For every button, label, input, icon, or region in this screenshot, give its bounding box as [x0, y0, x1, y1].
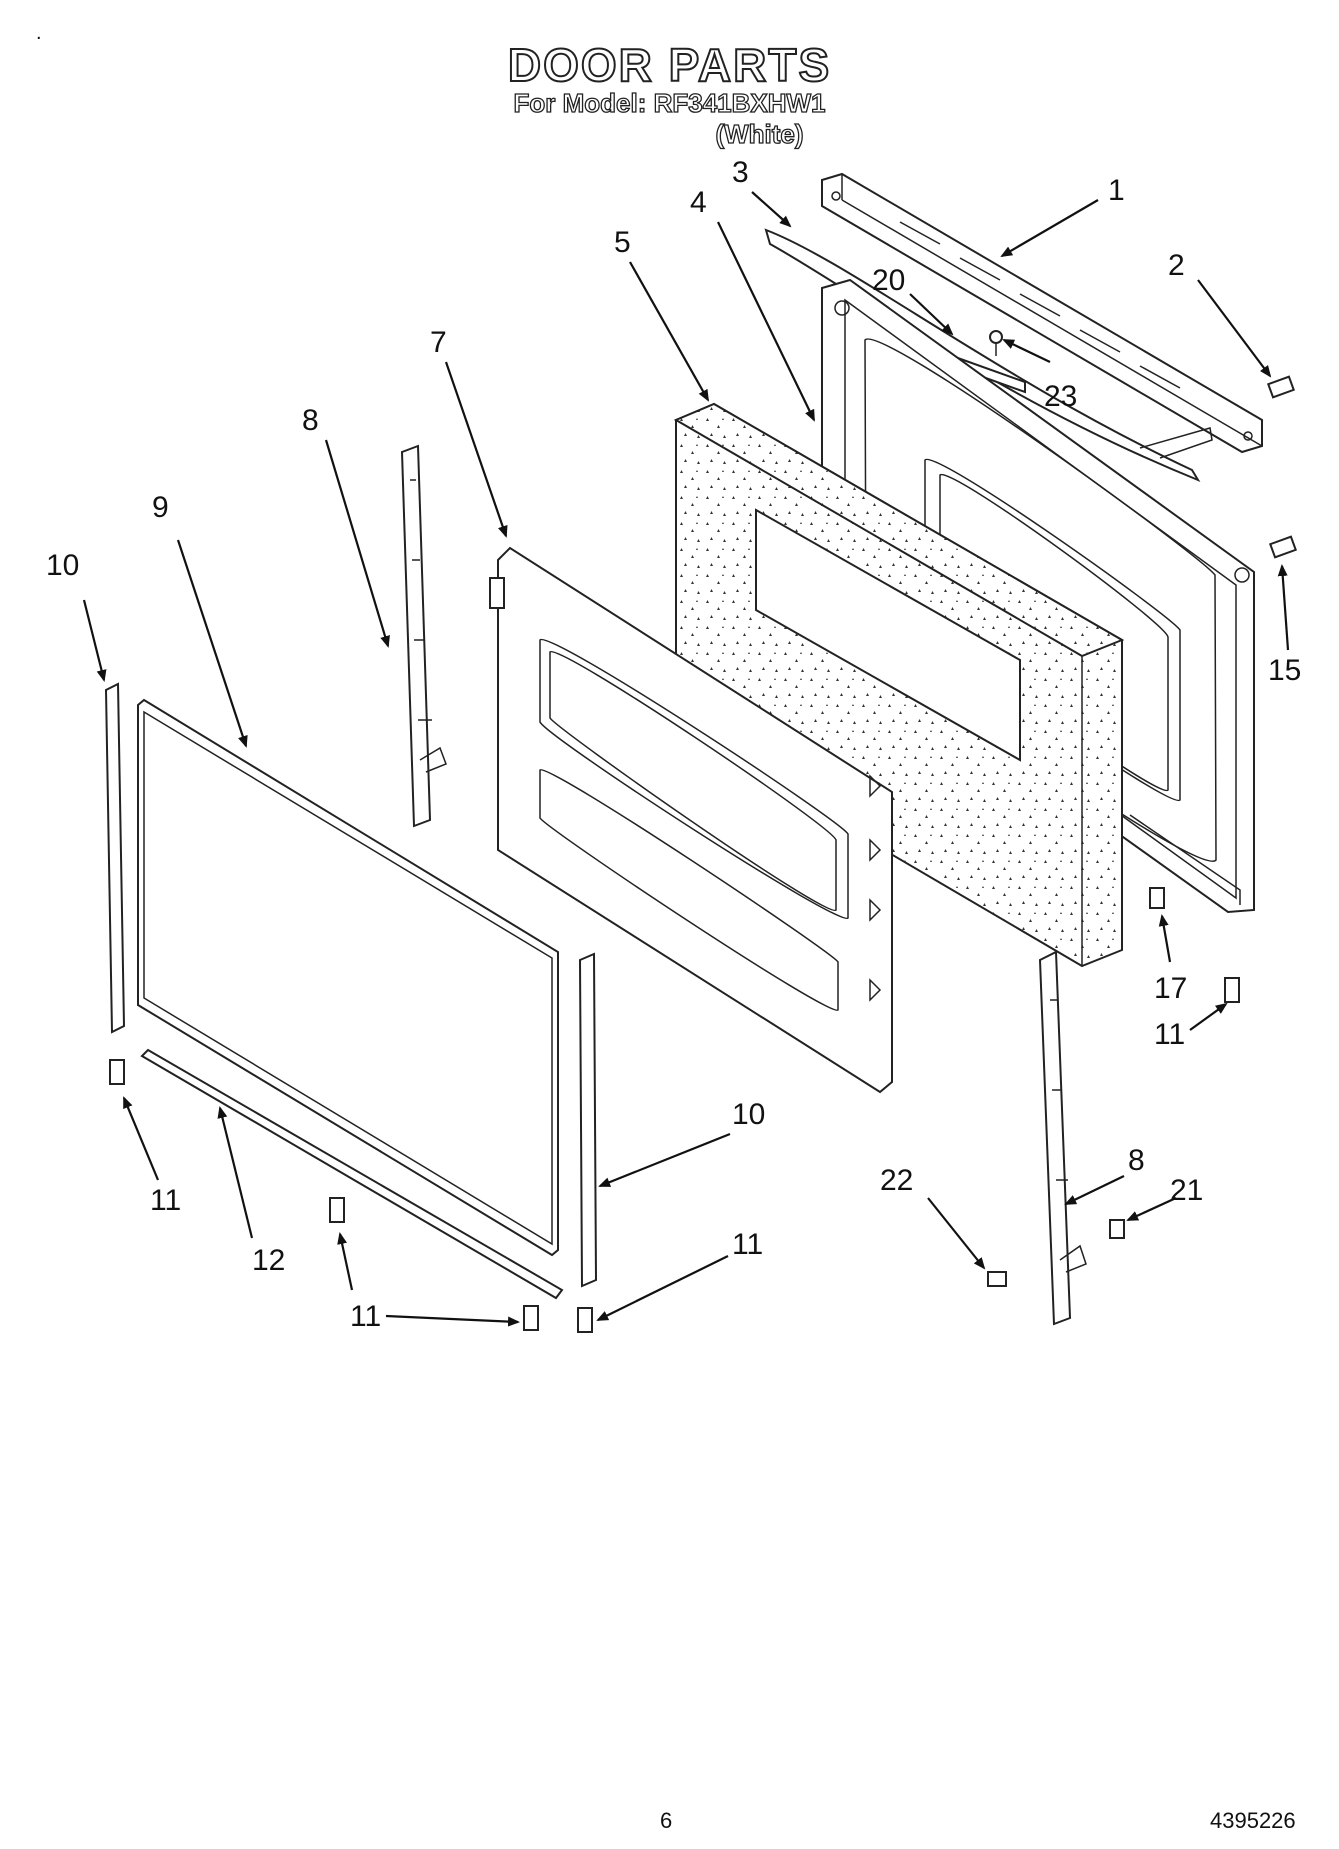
- document-number: 4395226: [1210, 1808, 1296, 1833]
- part-side-trim-right: [578, 952, 598, 1288]
- part-insulation-pad: [673, 402, 1125, 968]
- part-outer-glass: [137, 698, 559, 1257]
- callout-11-left: 11: [150, 1184, 181, 1217]
- callout-labels: 1 2 3 4 5 7 8 9 10 20 23 15 17 11 10 11 …: [46, 156, 1301, 1333]
- callout-4: 4: [690, 186, 707, 219]
- part-side-trim-left: [104, 682, 126, 1034]
- page-number: 6: [660, 1808, 673, 1833]
- color-line: (White): [715, 118, 804, 149]
- callout-5: 5: [614, 226, 631, 259]
- callout-2: 2: [1168, 249, 1185, 282]
- part-hinge-rail-right: [1038, 950, 1087, 1326]
- callout-11-right: 11: [1154, 1018, 1185, 1051]
- callout-11-bottom: 11: [350, 1300, 381, 1333]
- part-vent-trim: [821, 172, 1263, 454]
- callout-9: 9: [152, 491, 169, 524]
- page-mark: .: [36, 22, 42, 44]
- model-line: For Model: RF341BXHW1: [513, 87, 826, 118]
- callout-20: 20: [872, 264, 905, 297]
- callout-21: 21: [1170, 1174, 1203, 1207]
- part-screws-and-clips: [109, 375, 1298, 1333]
- callout-17: 17: [1154, 972, 1187, 1005]
- callout-10-left: 10: [46, 549, 79, 582]
- leader-arrows: [82, 191, 1290, 1327]
- callout-15: 15: [1268, 654, 1301, 687]
- callout-11-lower-right: 11: [732, 1228, 763, 1261]
- part-hinge-rail-left: [400, 444, 447, 828]
- callout-8-right: 8: [1128, 1144, 1145, 1177]
- callout-7: 7: [430, 326, 447, 359]
- callout-8-left: 8: [302, 404, 319, 437]
- callout-10-right: 10: [732, 1098, 765, 1131]
- callout-22: 22: [880, 1164, 913, 1197]
- callout-23: 23: [1044, 380, 1077, 413]
- callout-1: 1: [1108, 174, 1125, 207]
- callout-3: 3: [732, 156, 749, 189]
- callout-12: 12: [252, 1244, 285, 1277]
- page-title: DOOR PARTS: [507, 38, 832, 92]
- part-inner-panel: [489, 546, 893, 1094]
- part-bottom-trim: [140, 1048, 564, 1300]
- title-block: DOOR PARTS For Model: RF341BXHW1 (White): [0, 38, 1339, 150]
